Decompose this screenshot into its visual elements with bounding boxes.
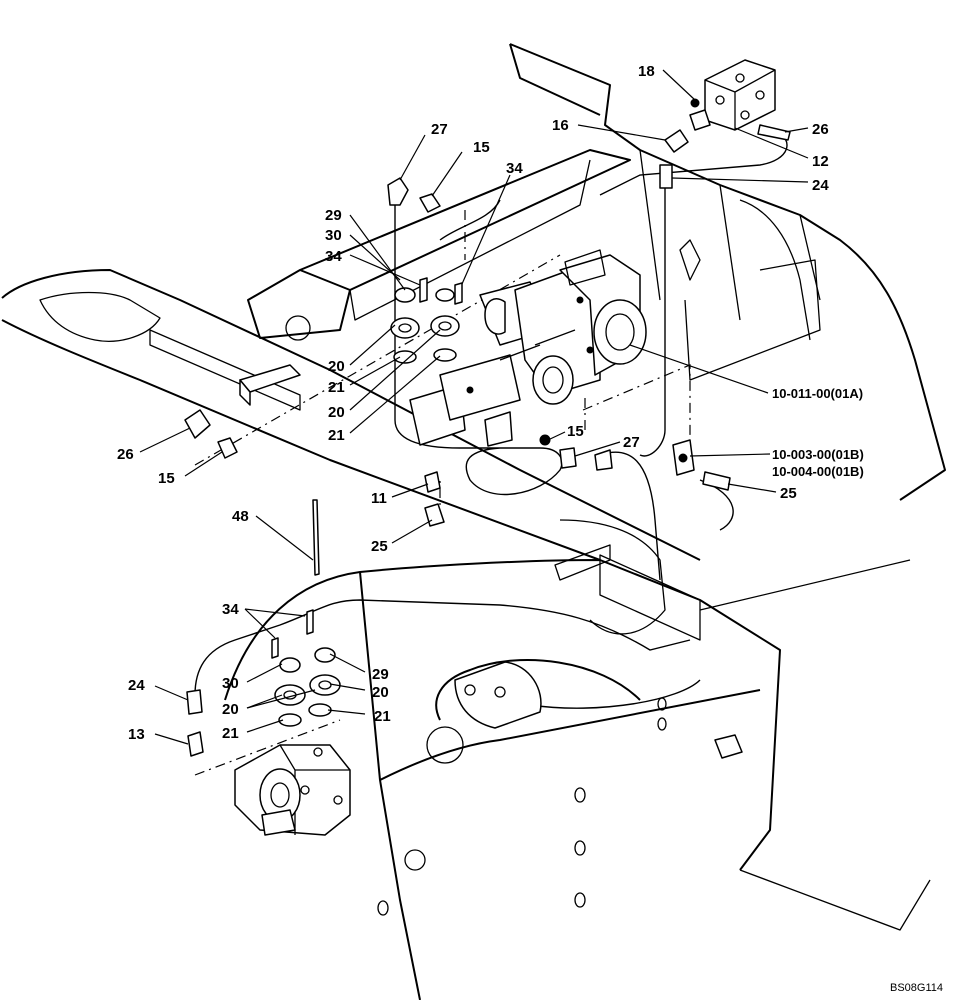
callout-24: 24 [812,177,829,194]
callout-11: 11 [371,490,387,507]
callout-labels: 18 16 26 12 24 27 15 34 29 30 34 20 21 2… [117,63,943,994]
callout-25: 25 [371,538,388,555]
valve-block-upper [659,59,791,189]
fittings [184,177,731,576]
callout-26: 26 [812,121,829,138]
callout-16: 16 [552,117,569,134]
callout-34: 34 [506,160,523,177]
callout-12: 12 [812,153,829,170]
callout-20: 20 [222,701,239,718]
callout-21: 21 [374,708,391,725]
callout-27: 27 [623,434,640,451]
hydraulic-pump-assembly [409,249,647,447]
callout-34: 34 [325,248,342,265]
callout-21: 21 [328,427,345,444]
callout-30: 30 [325,227,342,244]
callout-valve-reference-1: 10-003-00(01B) [772,447,864,462]
callout-24: 24 [128,677,145,694]
leader-lines [139,69,809,745]
callout-27: 27 [431,121,448,138]
callout-29: 29 [372,666,389,683]
callout-15: 15 [473,139,490,156]
callout-18: 18 [638,63,655,80]
callout-30: 30 [222,675,239,692]
callout-34: 34 [222,601,239,618]
callout-25: 25 [780,485,797,502]
machine-frame [1,43,946,1000]
callout-29: 29 [325,207,342,224]
callout-valve-reference-2: 10-004-00(01B) [772,464,864,479]
callout-13: 13 [128,726,145,743]
callout-20: 20 [328,358,345,375]
callout-26: 26 [117,446,134,463]
callout-48: 48 [232,508,249,525]
drawing-code: BS08G114 [890,982,943,994]
callout-20: 20 [372,684,389,701]
callout-15: 15 [567,423,584,440]
callout-21: 21 [222,725,239,742]
callout-15: 15 [158,470,175,487]
callout-pump-reference: 10-011-00(01A) [772,386,863,401]
callout-20: 20 [328,404,345,421]
callout-21: 21 [328,379,345,396]
